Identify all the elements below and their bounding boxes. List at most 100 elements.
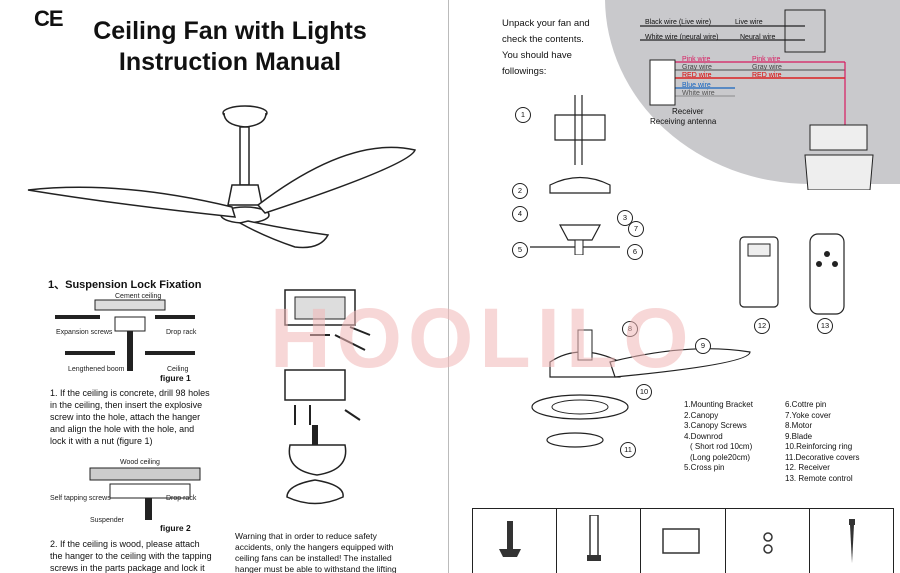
label-suspender: Suspender (90, 517, 124, 524)
parts-list-column-2: 6.Cottre pin 7.Yoke cover 8.Motor 9.Blad… (785, 400, 860, 484)
parts-list-item: 4.Downrod (684, 431, 723, 441)
screw-icon (499, 521, 521, 557)
parts-list-item: 11.Decorative covers (785, 452, 860, 462)
watermark-text: HOOLILO (270, 291, 695, 385)
parts-list-item: 3.Canopy Screws (684, 421, 747, 430)
part-number-2: 2 (512, 183, 528, 199)
warning-line: accidents, only the hangers equipped wit… (235, 542, 394, 552)
left-page: CE Ceiling Fan with Lights Instruction M… (0, 0, 449, 573)
label-wood-ceiling: Wood ceiling (120, 459, 160, 466)
parts-list-item: 1.Mounting Bracket (684, 400, 753, 409)
hardware-cell-screw (473, 509, 558, 573)
part-number-12: 12 (754, 318, 770, 334)
label-drop-rack-1: Drop rack (166, 329, 197, 336)
label-expansion-screws: Expansion screws (56, 329, 113, 336)
hardware-cell-washers (726, 509, 810, 573)
warning-text: Warning that in order to reduce safety a… (235, 531, 415, 573)
ceiling-fan-illustration (27, 105, 416, 249)
tapping-screw-icon (848, 519, 855, 563)
label-white-wire: White wire (neural wire) (645, 34, 719, 41)
label-cement-ceiling: Cement ceiling (115, 293, 162, 300)
label-receiving-antenna: Receiving antenna (650, 117, 717, 126)
part-number-10: 10 (636, 384, 652, 400)
part-number-4: 4 (512, 206, 528, 222)
part-number-5: 5 (512, 242, 528, 258)
parts-list-item: 7.Yoke cover (785, 410, 831, 420)
motor-and-blade-illustration (531, 329, 751, 448)
hardware-cell-anchor-bolt (557, 509, 642, 573)
parts-list-item: (Long pole20cm) (690, 452, 751, 462)
title-line-1: Ceiling Fan with Lights (93, 17, 367, 45)
label-pink-wire-right: Pink wire (752, 56, 781, 63)
para1-line: in the ceiling, then insert the explosiv… (50, 400, 203, 410)
hardware-table (472, 508, 894, 573)
label-black-wire: Black wire (Live wire) (645, 19, 712, 26)
washer-icon (762, 532, 773, 554)
para2-line: the hanger to the ceiling with the tappi… (50, 551, 212, 561)
manual-title: Ceiling Fan with Lights Instruction Manu… (60, 16, 400, 78)
right-page: Unpack your fan and check the contents. … (450, 0, 900, 573)
title-line-2: Instruction Manual (118, 48, 342, 76)
parts-list-item: 9.Blade (785, 431, 813, 441)
warning-line: ceiling fans can be installed! The insta… (235, 553, 392, 563)
label-blue-wire: Blue wire (682, 82, 711, 89)
para1-line: lock it with a nut (figure 1) (50, 436, 153, 446)
label-ceiling: Ceiling (167, 366, 189, 373)
label-drop-rack-2: Drop rack (166, 495, 197, 502)
part-number-9: 9 (695, 338, 711, 354)
parts-list-item: 12. Receiver (785, 463, 830, 472)
parts-list-item: 5.Cross pin (684, 463, 725, 472)
para1-line: and align the hole with the hole, and (50, 424, 195, 434)
label-white-wire-small: White wire (682, 90, 715, 97)
label-self-tapping-screws: Self tapping screws (50, 495, 111, 502)
para2-line: screws in the parts package and lock it (50, 563, 205, 573)
bracket-assembly-illustration (284, 289, 371, 505)
figure-2-caption: figure 2 (160, 523, 191, 533)
parts-list-item: ( Short rod 10cm) (690, 442, 753, 451)
anchor-bolt-icon (587, 515, 602, 561)
parts-list-column-1: 1.Mounting Bracket 2.Canopy 3.Canopy Scr… (684, 400, 753, 474)
warning-line: hanger must be able to withstand the lif… (235, 564, 397, 573)
receiver-and-remote-illustration (739, 233, 845, 315)
exploded-parts-illustration (530, 95, 620, 255)
label-gray-wire-left: Gray wire (682, 64, 712, 71)
part-number-6: 6 (627, 244, 643, 260)
parts-list-item: 8.Motor (785, 421, 813, 430)
unpack-line: followings: (502, 66, 547, 77)
parts-list-item: 2.Canopy (684, 410, 719, 420)
unpack-line: Unpack your fan and (502, 18, 590, 29)
hardware-cell-plate (641, 509, 726, 573)
plate-icon (662, 528, 701, 554)
hardware-cell-tapping-screw (810, 509, 893, 573)
para1-line: 1. If the ceiling is concrete, drill 98 … (50, 388, 210, 398)
figure-1-caption: figure 1 (160, 373, 191, 383)
para2-line: 2. If the ceiling is wood, please attach (50, 539, 200, 549)
paragraph-concrete: 1. If the ceiling is concrete, drill 98 … (50, 387, 210, 447)
paragraph-wood: 2. If the ceiling is wood, please attach… (50, 538, 212, 573)
label-red-wire-right: RED wire (752, 72, 782, 79)
parts-list-item: 13. Remote control (785, 473, 853, 483)
unpack-line: check the contents. (502, 34, 584, 45)
unpack-instructions: Unpack your fan and check the contents. … (502, 16, 602, 80)
warning-line: Warning that in order to reduce safety (235, 531, 377, 541)
part-number-3: 3 (617, 210, 633, 226)
parts-list-item: 10.Reinforcing ring (785, 442, 853, 451)
parts-list-item: 6.Cottre pin (785, 400, 827, 409)
part-number-1: 1 (515, 107, 531, 123)
unpack-line: You should have (502, 50, 572, 61)
ce-mark: CE (34, 6, 64, 31)
para1-line: screw into the hole, attach the hanger (50, 412, 201, 422)
section-suspension-lock: 1、Suspension Lock Fixation (48, 279, 202, 291)
label-red-wire-left: RED wire (682, 72, 712, 79)
part-number-8: 8 (622, 321, 638, 337)
label-live-wire: Live wire (735, 19, 763, 26)
part-number-7: 7 (628, 221, 644, 237)
label-gray-wire-right: Gray wire (752, 64, 782, 71)
label-lengthened-boom: Lengthened boom (68, 366, 125, 373)
wiring-lines (640, 9, 874, 190)
figure-2-diagram (89, 467, 201, 520)
figure-1-diagram (55, 299, 195, 371)
label-neural-wire: Neural wire (740, 34, 776, 41)
label-receiver: Receiver (672, 107, 704, 116)
part-number-11: 11 (620, 442, 636, 458)
